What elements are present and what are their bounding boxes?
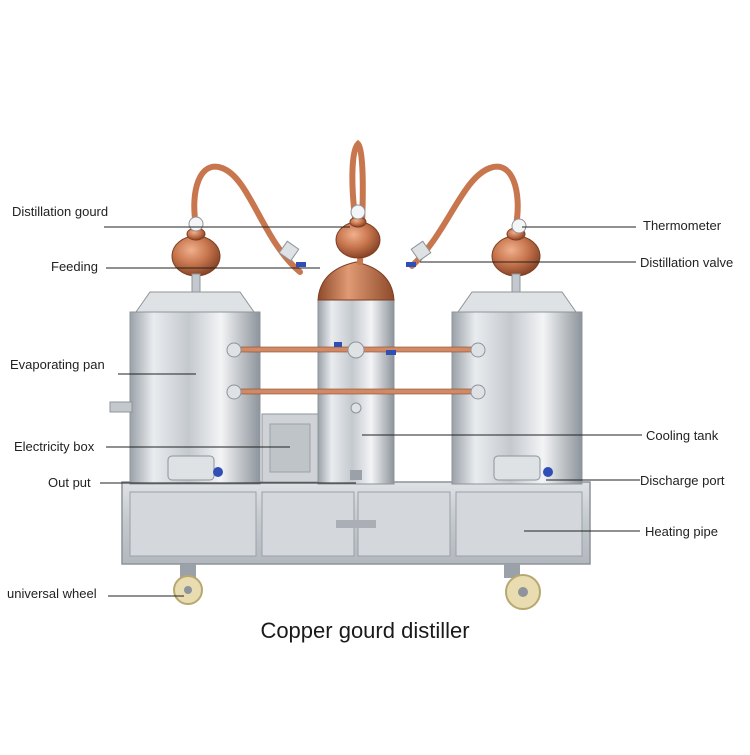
label-distillation-gourd: Distillation gourd (12, 204, 109, 219)
label-cooling-tank: Cooling tank (646, 428, 719, 443)
cooling-tank (317, 261, 395, 485)
cross-pipes (226, 341, 486, 400)
label-evaporating-pan: Evaporating pan (10, 357, 105, 372)
copper-gourds (171, 216, 541, 293)
electricity-box (261, 413, 319, 483)
label-universal-wheel: universal wheel (7, 586, 97, 601)
thermometer-icon (188, 216, 204, 232)
leader-lines (100, 226, 642, 597)
universal-wheel-right (504, 564, 541, 610)
thermometer-icon (350, 204, 366, 220)
distillation-valves (278, 240, 432, 267)
right-evaporating-tank (451, 291, 583, 485)
thermometer-icon (511, 218, 527, 234)
label-heating-pipe: Heating pipe (645, 524, 718, 539)
label-discharge-port: Discharge port (640, 473, 725, 488)
label-thermometer: Thermometer (643, 218, 722, 233)
label-feeding: Feeding (51, 259, 98, 274)
nameplate (336, 520, 376, 528)
label-electricity-box: Electricity box (14, 439, 95, 454)
diagram-caption: Copper gourd distiller (260, 618, 470, 643)
label-distillation-valve: Distillation valve (640, 255, 734, 270)
label-out-put: Out put (48, 475, 91, 490)
universal-wheel-left (173, 564, 203, 605)
base-cabinet (121, 481, 591, 565)
